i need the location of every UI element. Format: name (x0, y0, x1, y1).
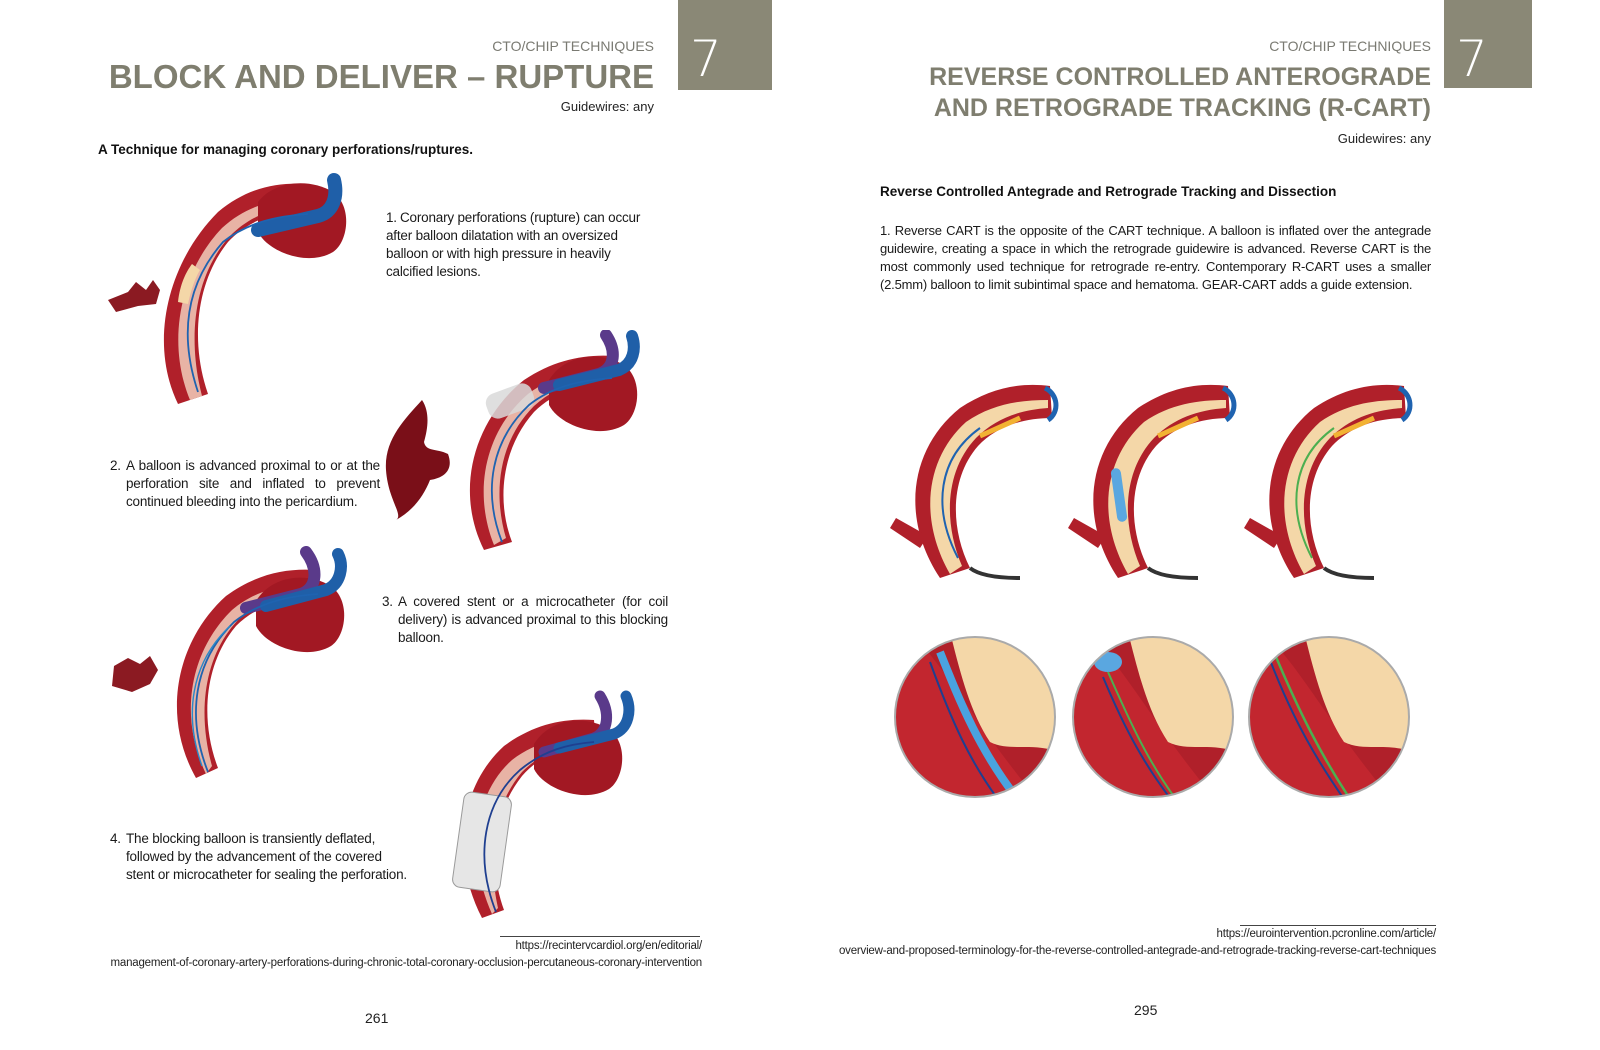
reference-link[interactable]: https://recintervcardiol.org/en/editoria… (110, 940, 703, 969)
rcart-zoom-step-2 (1072, 636, 1234, 798)
guide-catheter (553, 690, 635, 754)
illustration-step-4 (452, 690, 635, 918)
guide-catheter (553, 330, 640, 391)
vessel-lumen (178, 198, 311, 400)
pericardial-blood (108, 280, 160, 312)
illustration-step-1 (108, 173, 347, 404)
step-2-text: 2.A balloon is advanced proximal to or a… (110, 458, 380, 509)
vessel-wall (463, 719, 596, 918)
rcart-vessel-step-2 (1068, 384, 1237, 580)
vessel-lumen (483, 370, 614, 545)
rcart-paragraph: 1. Reverse CART is the opposite of the C… (880, 223, 1431, 292)
pericardial-blood (112, 656, 158, 692)
pericardial-blood (385, 400, 450, 520)
rcart-vessel-step-1 (890, 384, 1059, 580)
left-page: 7 CTO/CHIP TECHNIQUES BLOCK AND DELIVER … (98, 0, 772, 1026)
right-page: 7 CTO/CHIP TECHNIQUES REVERSE CONTROLLED… (800, 0, 1600, 1050)
step-1-text: 1.Coronary perforations (rupture) can oc… (386, 210, 641, 279)
vessel-wall (176, 569, 318, 778)
reference-divider (500, 936, 700, 937)
chapter-tab: 7 (1444, 0, 1532, 88)
page-number: 295 (1134, 1002, 1158, 1018)
reference-link[interactable]: https://eurointervention.pcronline.com/a… (838, 928, 1436, 957)
guidewire-2 (191, 625, 231, 767)
step-4-text: 4.The blocking balloon is transiently de… (110, 831, 407, 882)
vessel-lumen (476, 736, 594, 914)
guidewires-label: Guidewires: any (560, 99, 654, 114)
plaque (178, 264, 200, 304)
step-3-text: 3.A covered stent or a microcatheter (fo… (382, 594, 668, 645)
chapter-tab: 7 (678, 0, 772, 90)
rcart-zoom-step-3 (1248, 636, 1410, 798)
page-title: BLOCK AND DELIVER – RUPTURE (108, 58, 654, 95)
technique-subheading: A Technique for managing coronary perfor… (98, 142, 474, 157)
guidewire (483, 741, 595, 913)
rcart-vessel-step-3 (1244, 384, 1413, 580)
chapter-number: 7 (690, 30, 722, 88)
reference-divider (1240, 925, 1436, 926)
technique-subheading: Reverse Controlled Antegrade and Retrogr… (880, 184, 1337, 199)
covered-stent (452, 791, 512, 893)
blocking-balloon (485, 383, 535, 419)
page-title-line-2: AND RETROGRADE TRACKING (R-CART) (933, 94, 1431, 122)
vessel-wall (163, 183, 313, 404)
section-label: CTO/CHIP TECHNIQUES (492, 38, 654, 54)
section-label: CTO/CHIP TECHNIQUES (1269, 38, 1431, 54)
guidewires-label: Guidewires: any (1337, 131, 1431, 146)
page-number: 261 (365, 1010, 389, 1026)
guide-catheter (260, 548, 347, 612)
guidewire (491, 377, 613, 543)
vessel-lumen (190, 584, 316, 774)
rcart-zoom-step-1 (894, 636, 1056, 798)
guidewire (187, 213, 309, 393)
illustration-step-2 (385, 330, 640, 550)
guide-catheter (251, 173, 343, 237)
page-title-line-1: REVERSE CONTROLLED ANTEROGRADE (929, 63, 1431, 91)
illustration-step-3 (112, 546, 347, 778)
chapter-number: 7 (1456, 30, 1488, 88)
